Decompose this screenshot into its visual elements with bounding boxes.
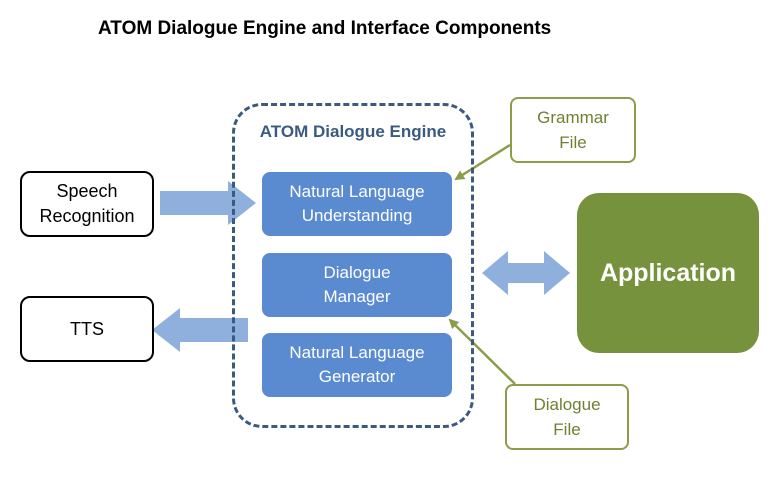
dialogue-file-to-dm-connector xyxy=(448,318,516,385)
dm-application-double-arrow xyxy=(482,251,570,295)
nlg-box: Natural Language Generator xyxy=(262,333,452,397)
grammar-to-nlu-connector xyxy=(454,143,511,181)
engine-boundary xyxy=(232,103,474,428)
nlu-box: Natural Language Understanding xyxy=(262,172,452,236)
speech-recognition-box: Speech Recognition xyxy=(20,171,154,237)
speech-recognition-label: Speech Recognition xyxy=(39,181,135,226)
dialogue-manager-label: Dialogue Manager xyxy=(323,263,391,306)
grammar-file-label: Grammar File xyxy=(537,108,609,152)
application-label: Application xyxy=(599,258,737,287)
nlu-label: Natural Language Understanding xyxy=(289,182,425,225)
dialogue-file-box: Dialogue File xyxy=(505,384,629,450)
engine-title: ATOM Dialogue Engine xyxy=(259,122,447,141)
dialogue-file-label: Dialogue File xyxy=(533,395,601,439)
grammar-file-box: Grammar File xyxy=(510,97,636,163)
nlg-label: Natural Language Generator xyxy=(289,343,425,386)
dialogue-manager-box: Dialogue Manager xyxy=(262,253,452,317)
tts-label: TTS xyxy=(70,318,104,339)
tts-box: TTS xyxy=(20,296,154,362)
application-box: Application xyxy=(577,193,759,353)
page-title: ATOM Dialogue Engine and Interface Compo… xyxy=(98,18,552,39)
nlg-to-tts-arrow xyxy=(152,308,248,352)
